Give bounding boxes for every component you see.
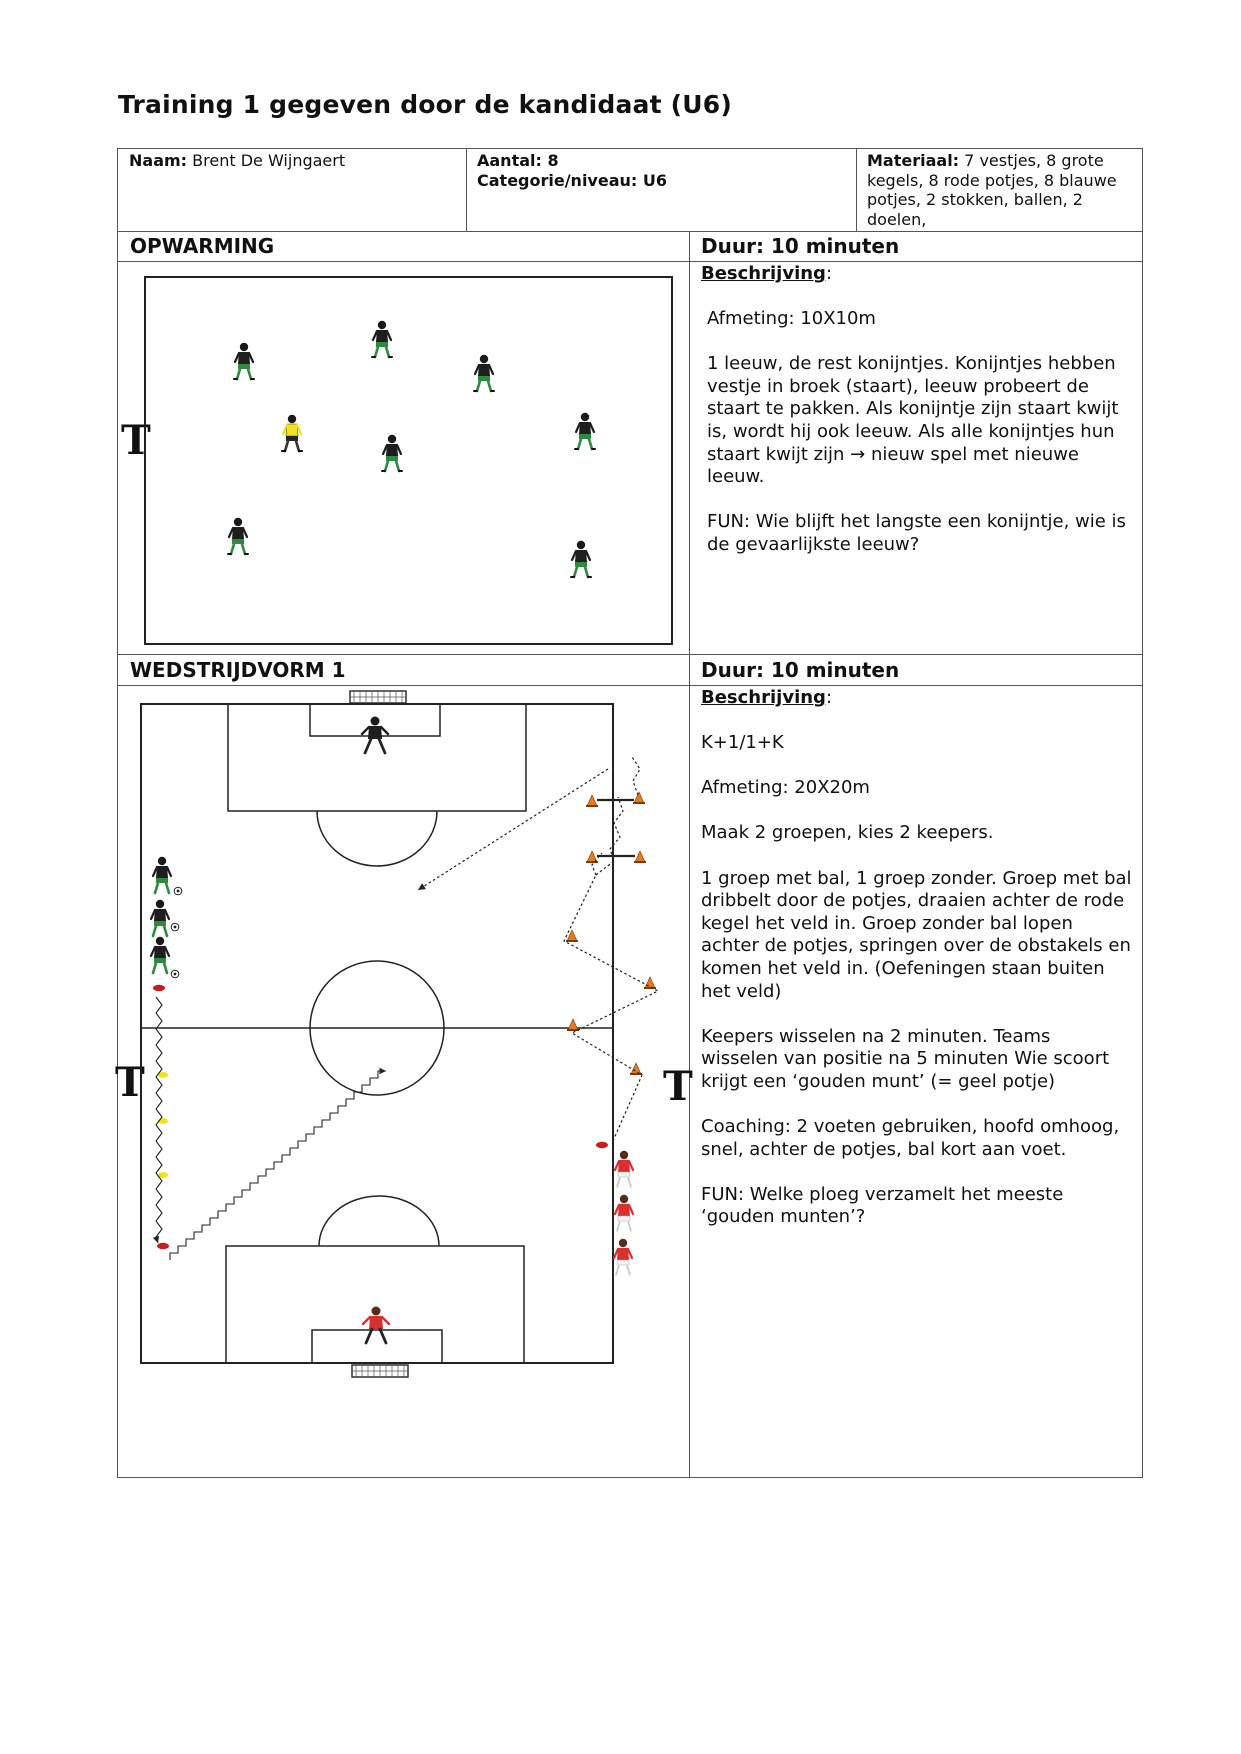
- player-yellow: [280, 413, 304, 453]
- row-divider: [118, 231, 1142, 232]
- ball: [173, 886, 183, 896]
- player-red: [613, 1149, 635, 1189]
- training-sheet: Naam: Brent De Wijngaert Aantal: 8 Categ…: [115, 148, 1143, 1478]
- t-marker: T: [115, 1059, 145, 1106]
- potje-red: [157, 1242, 169, 1250]
- wedstrijdvorm-line: Maak 2 groepen, kies 2 keepers.: [701, 822, 994, 844]
- wedstrijdvorm-line: 1 groep met bal, 1 groep zonder. Groep m…: [701, 867, 1132, 1002]
- ball: [170, 969, 180, 979]
- opwarming-line: 1 leeuw, de rest konijntjes. Konijntjes …: [707, 353, 1119, 488]
- player-green: [380, 433, 404, 473]
- potje-red: [596, 1141, 608, 1149]
- ball: [170, 922, 180, 932]
- col-divider: [856, 149, 857, 231]
- wedstrijdvorm-title: WEDSTRIJDVORM 1: [130, 658, 346, 682]
- aantal-cell: Aantal: 8 Categorie/niveau: U6: [477, 151, 847, 191]
- cone-orange: [585, 794, 599, 808]
- materiaal-value: 7 vestjes, 8 grote kegels, 8 rode potjes…: [867, 151, 1117, 229]
- player-green: [232, 341, 256, 381]
- player-red: [613, 1193, 635, 1233]
- naam-cell: Naam: Brent De Wijngaert: [129, 151, 459, 171]
- player-green: [569, 539, 593, 579]
- t-marker: T: [663, 1063, 693, 1110]
- opwarming-description: Beschrijving:: [701, 263, 833, 284]
- wedstrijdvorm-line: Coaching: 2 voeten gebruiken, hoofd omho…: [701, 1116, 1120, 1160]
- cone-orange: [632, 791, 646, 805]
- keeper-black: [360, 715, 390, 755]
- wedstrijdvorm-field-diagram: [140, 690, 660, 1378]
- row-divider: [118, 261, 1142, 262]
- wedstrijdvorm-line: FUN: Welke ploeg verzamelt het meeste ‘g…: [701, 1183, 1064, 1228]
- wedstrijdvorm-line: Afmeting: 20X20m: [701, 777, 870, 799]
- player-green: [149, 898, 171, 938]
- wedstrijdvorm-duur: Duur: 10 minuten: [701, 658, 900, 682]
- wedstrijdvorm-description: Beschrijving:: [701, 687, 833, 708]
- materiaal-cell: Materiaal: 7 vestjes, 8 grote kegels, 8 …: [867, 151, 1137, 229]
- col-divider: [466, 149, 467, 231]
- player-green: [226, 516, 250, 556]
- player-red: [612, 1237, 634, 1277]
- col-divider: [689, 231, 690, 1477]
- player-green: [149, 935, 171, 975]
- wedstrijdvorm-line: Keepers wisselen na 2 minuten. Teams wis…: [701, 1025, 1110, 1092]
- categorie-label: Categorie/niveau: U6: [477, 171, 667, 190]
- row-divider: [118, 654, 1142, 655]
- wedstrijdvorm-text: K+1/1+K Afmeting: 20X20m Maak 2 groepen,…: [701, 732, 1133, 1252]
- naam-label: Naam:: [129, 151, 188, 170]
- goal-bottom: [351, 1364, 409, 1378]
- player-green: [472, 353, 496, 393]
- naam-value: Brent De Wijngaert: [192, 151, 346, 170]
- cone-orange: [585, 850, 599, 864]
- cone-orange: [629, 1062, 643, 1076]
- wedstrijdvorm-line: K+1/1+K: [701, 732, 784, 753]
- cone-orange: [643, 976, 657, 990]
- row-divider: [118, 685, 1142, 686]
- opwarming-line: Afmeting: 10X10m: [707, 308, 876, 329]
- potje-red: [153, 984, 165, 992]
- player-green: [573, 411, 597, 451]
- cone-orange: [566, 1018, 580, 1032]
- page-title: Training 1 gegeven door de kandidaat (U6…: [118, 90, 733, 119]
- beschrijving-heading: Beschrijving: [701, 687, 826, 708]
- player-green: [151, 855, 173, 895]
- opwarming-title: OPWARMING: [130, 234, 275, 258]
- materiaal-label: Materiaal:: [867, 151, 960, 170]
- aantal-label: Aantal: 8: [477, 151, 559, 170]
- keeper-red: [361, 1305, 391, 1345]
- opwarming-duur: Duur: 10 minuten: [701, 234, 900, 258]
- opwarming-field-diagram: [144, 276, 673, 645]
- cone-orange: [633, 850, 647, 864]
- beschrijving-heading: Beschrijving: [701, 263, 826, 284]
- goal-top: [349, 690, 407, 704]
- opwarming-line: FUN: Wie blijft het langste een konijntj…: [707, 511, 1126, 555]
- player-green: [370, 319, 394, 359]
- opwarming-text: Afmeting: 10X10m 1 leeuw, de rest konijn…: [707, 308, 1139, 579]
